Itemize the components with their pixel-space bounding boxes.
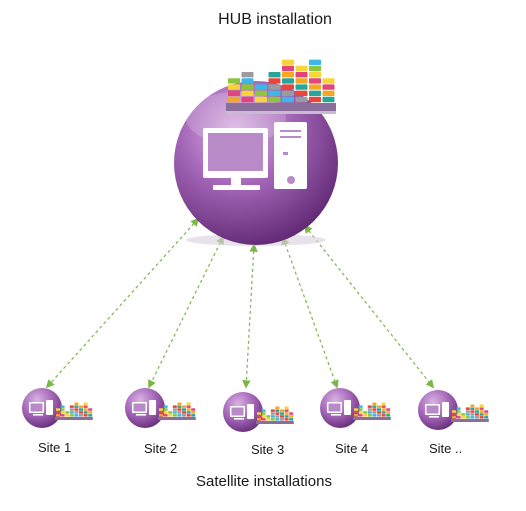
books-icon xyxy=(451,404,489,422)
book-block xyxy=(282,90,294,96)
connector-site-3 xyxy=(242,243,258,389)
satellite-node-3 xyxy=(223,392,294,432)
connector-site-2 xyxy=(148,235,224,389)
book-block xyxy=(282,65,294,72)
connector-site-1 xyxy=(45,217,200,389)
book-block xyxy=(295,96,308,103)
book-block xyxy=(309,78,321,84)
book-block xyxy=(295,65,308,72)
satellite-node-1 xyxy=(22,388,93,428)
satellites-title: Satellite installations xyxy=(196,473,332,490)
books-icon xyxy=(353,402,391,420)
site-label-2: Site 2 xyxy=(144,441,178,456)
book-block xyxy=(309,96,321,103)
book-block xyxy=(268,90,281,96)
book-block xyxy=(268,84,281,90)
book-block xyxy=(268,96,281,103)
book-block xyxy=(228,96,240,103)
connectors xyxy=(45,217,435,389)
computer-icon xyxy=(203,122,307,190)
book-block xyxy=(268,72,281,78)
computer-icon xyxy=(230,404,254,420)
book-block xyxy=(295,84,308,90)
book-block xyxy=(309,84,321,90)
satellite-node-2 xyxy=(125,388,196,428)
book-block xyxy=(282,96,294,103)
book-block xyxy=(282,59,294,65)
hub-node xyxy=(174,59,338,246)
computer-icon xyxy=(132,400,156,416)
site-label-1: Site 1 xyxy=(38,440,72,455)
book-block xyxy=(228,90,240,96)
site-label-5: Site .. xyxy=(429,441,463,456)
book-block xyxy=(309,65,321,72)
book-block xyxy=(322,84,335,90)
book-shelf xyxy=(226,103,336,111)
connector-site-4 xyxy=(281,236,339,389)
book-block xyxy=(228,78,240,84)
computer-icon xyxy=(425,402,449,418)
book-block xyxy=(322,96,335,103)
books-icon xyxy=(256,406,294,424)
book-block xyxy=(228,84,240,90)
hub-title: HUB installation xyxy=(218,11,332,28)
hub-books-icon xyxy=(226,59,336,114)
connector-site-5 xyxy=(303,224,435,389)
book-block xyxy=(241,96,254,103)
book-shelf-edge xyxy=(226,111,336,114)
books-icon xyxy=(55,402,93,420)
book-block xyxy=(282,78,294,84)
computer-icon xyxy=(29,400,53,416)
satellite-node-5 xyxy=(418,390,489,430)
book-block xyxy=(241,90,254,96)
book-block xyxy=(309,59,321,65)
site-label-3: Site 3 xyxy=(251,442,285,457)
book-block xyxy=(322,90,335,96)
book-block xyxy=(322,78,335,84)
books-icon xyxy=(158,402,196,420)
book-block xyxy=(282,72,294,78)
book-block xyxy=(309,90,321,96)
book-block xyxy=(241,72,254,78)
book-block xyxy=(295,78,308,84)
book-block xyxy=(255,90,267,96)
book-block xyxy=(295,90,308,96)
book-block xyxy=(309,72,321,78)
book-block xyxy=(241,78,254,84)
satellite-node-4 xyxy=(320,388,391,428)
book-block xyxy=(241,84,254,90)
book-block xyxy=(255,96,267,103)
book-block xyxy=(255,84,267,90)
book-block xyxy=(295,72,308,78)
satellite-nodes xyxy=(22,388,489,432)
book-block xyxy=(282,84,294,90)
book-block xyxy=(268,78,281,84)
computer-icon xyxy=(327,400,351,416)
site-label-4: Site 4 xyxy=(335,441,369,456)
